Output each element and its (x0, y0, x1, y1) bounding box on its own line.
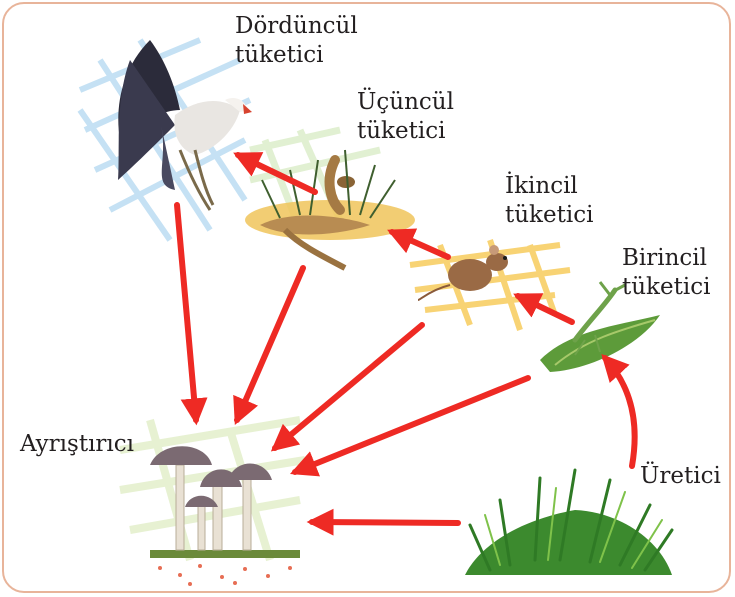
label-decomposer: Ayrıştırıcı (20, 430, 134, 459)
label-quaternary-line1: Dördüncül (235, 12, 358, 41)
label-producer: Üretici (640, 462, 721, 491)
label-secondary-line1: İkincil (505, 172, 593, 201)
arrow-snake-to-mushroom (237, 268, 303, 420)
label-tertiary-consumer: Üçüncül tüketici (357, 88, 454, 146)
arrow-mouse-to-snake (392, 232, 448, 257)
arrow-mantis-to-mouse (518, 296, 572, 322)
label-primary-consumer: Birincil tüketici (622, 244, 710, 302)
label-producer-text: Üretici (640, 462, 721, 491)
label-quaternary-line2: tüketici (235, 41, 358, 70)
label-tertiary-line1: Üçüncül (357, 88, 454, 117)
label-quaternary-consumer: Dördüncül tüketici (235, 12, 358, 70)
arrow-grass-to-mushroom (312, 522, 458, 523)
arrow-grass-to-mantis (605, 358, 635, 466)
label-secondary-line2: tüketici (505, 201, 593, 230)
label-tertiary-line2: tüketici (357, 117, 454, 146)
label-primary-line2: tüketici (622, 273, 710, 302)
mouse-icon (418, 245, 508, 300)
arrow-mantis-to-mushroom (295, 378, 528, 472)
label-decomposer-text: Ayrıştırıcı (20, 430, 134, 459)
arrow-eagle-to-mushroom (177, 205, 196, 420)
label-secondary-consumer: İkincil tüketici (505, 172, 593, 230)
label-primary-line1: Birincil (622, 244, 710, 273)
